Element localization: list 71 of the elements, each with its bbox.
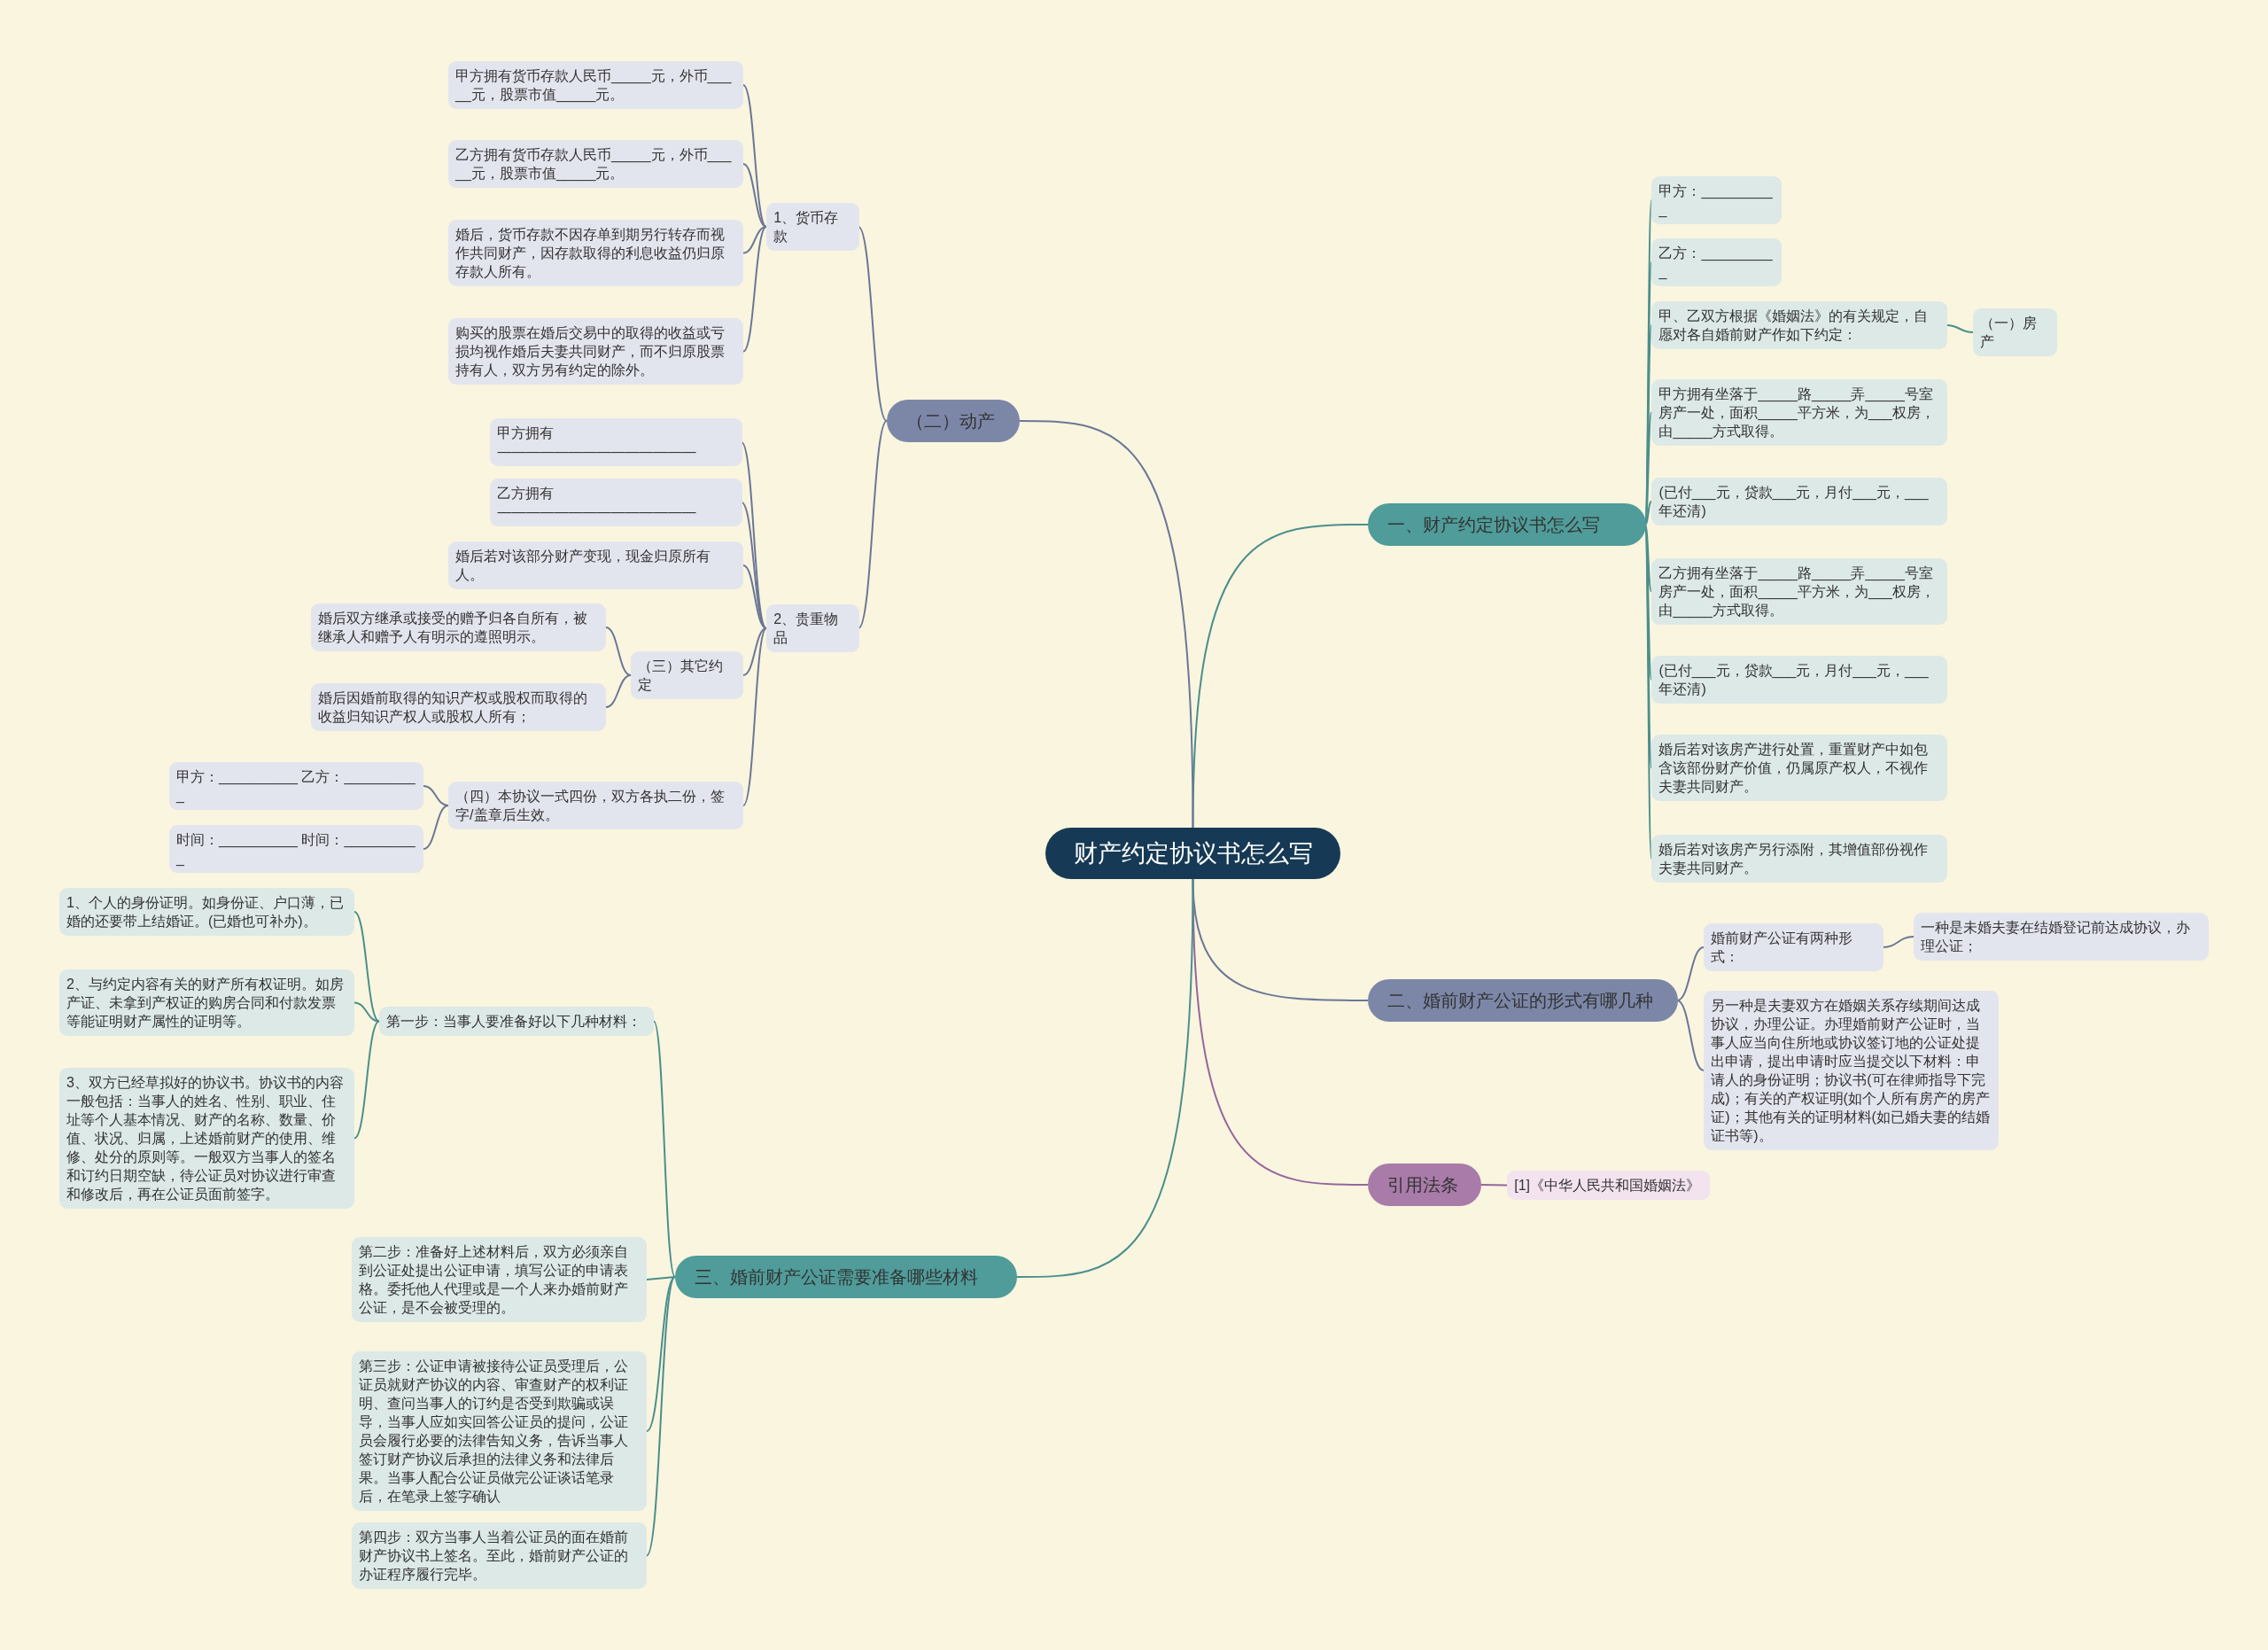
topic-box: 1、货币存款 [766,202,859,251]
topic-box: (已付___元，贷款___元，月付___元，___年还清) [1651,477,1947,525]
topic-box: 第一步：当事人要准备好以下几种材料： [378,1007,654,1037]
topic-box: 甲、乙双方根据《婚姻法》的有关规定，自愿对各自婚前财产作如下约定： [1651,300,1947,349]
connector [423,805,449,850]
connector [646,1276,676,1280]
topic-box: 2、贵重物品 [766,604,859,653]
connector [1192,878,1369,1186]
topic-box: 乙方拥有—————————————— [490,479,742,527]
connector [742,564,767,629]
topic-box: 第二步：准备好上述材料后，双方必须亲自到公证处提出公证申请，填写公证的申请表格。委托他人代理或是一个人来办婚前财产公证，是不会被受理的。 [351,1236,647,1322]
topic-box: 婚后若对该部分财产变现，现金归原所有人。 [448,541,744,589]
topic-box: 婚后因婚前取得的知识产权或股权而取得的收益归知识产权人或股权人所有； [311,682,607,731]
connector [742,627,767,676]
branch-topic: 一、财产约定协议书怎么写 [1368,503,1646,547]
topic-box: 甲方：__________ 乙方：__________ [169,762,424,811]
connector [1946,324,1974,333]
connector [1480,1184,1508,1187]
connector [605,627,632,676]
connector [646,1276,676,1557]
topic-box: 甲方拥有—————————————— [490,417,742,466]
branch-topic: 引用法条 [1368,1163,1481,1206]
topic-box: 乙方拥有货币存款人民币_____元，外币_____元，股票市值_____元。 [448,140,744,189]
topic-box: 婚后若对该房产进行处置，重置财产中如包含该部份财产价值，仍属原产权人，不视作夫妻共同财产。 [1651,735,1947,802]
connector [858,420,888,629]
topic-box: 另一种是夫妻双方在婚姻关系存续期间达成协议，办理公证。办理婚前财产公证时，当事人应当向住所地或协议签订地的公证处提出申请，提出申请时应当提交以下材料：申请人的身份证明；协议书(可在律师指导下完成)；有关的产权证明(如个人所有房产的房产证)；其他有关的证明材料(如已婚夫妻的结婚证书等)。 [1704,991,2000,1151]
topic-box: 婚后若对该房产另行添附，其增值部份视作夫妻共同财产。 [1651,835,1947,883]
topic-box: （三）其它约定 [630,650,744,699]
topic-box: 乙方拥有坐落于_____路_____弄_____号室房产一处，面积_____平方米，为___权房，由_____方式取得。 [1651,558,1947,626]
topic-box: 婚后，货币存款不因存单到期另行转存而视作共同财产，因存款取得的利息收益仍归原存款人所有。 [448,220,744,287]
connector [742,627,767,806]
connector [653,1020,676,1278]
topic-box: 甲方：__________ [1651,176,1783,225]
topic-box: 一种是未婚夫妻在结婚登记前达成协议，办理公证； [1914,913,2210,961]
connector [1192,524,1369,829]
topic-box: （一）房产 [1972,307,2057,356]
topic-box: 婚前财产公证有两种形式： [1704,922,1884,971]
topic-box: 甲方拥有货币存款人民币_____元，外币_____元，股票市值_____元。 [448,60,744,109]
topic-box: 婚后双方继承或接受的赠予归各自所有，被继承人和赠予人有明示的遵照明示。 [311,603,607,651]
connector [1644,501,1652,525]
topic-box: [1]《中华人民共和国婚姻法》 [1507,1170,1710,1200]
connector [1676,1000,1705,1071]
topic-box: 时间：__________ 时间：__________ [169,824,424,873]
connector [858,226,888,422]
connector [1015,878,1194,1278]
connector [646,1276,676,1432]
topic-box: （四）本协议一式四份，双方各执二份，签字/盖章后生效。 [448,781,744,829]
connector [1882,936,1915,948]
connector [742,226,767,353]
topic-box: 第四步：双方当事人当着公证员的面在婚前财产协议书上签名。至此，婚前财产公证的办证程序履行完毕。 [351,1522,647,1589]
topic-box: 甲方拥有坐落于_____路_____弄_____号室房产一处，面积_____平方米，为___权房，由_____方式取得。 [1651,378,1947,446]
topic-box: (已付___元，贷款___元，月付___元，___年还清) [1651,655,1947,704]
connector [353,911,380,1023]
connector [742,163,767,228]
branch-topic: 二、婚前财产公证的形式有哪几种 [1368,979,1678,1023]
connector [1019,420,1194,829]
branch-topic: 三、婚前财产公证需要准备哪些材料 [675,1256,1017,1299]
topic-box: 第三步：公证申请被接待公证员受理后，公证员就财产协议的内容、审查财产的权利证明、查问当事人的订约是否受到欺骗或误导，当事人应如实回答公证员的提问，公证员会履行必要的法律告知义务，告诉当事人签订财产协议后承担的法律义务和法律后果。当事人配合公证员做完公证谈话笔录后，在笔录上签字确认 [351,1350,647,1511]
connector [605,674,632,708]
topic-box: 3、双方已经草拟好的协议书。协议书的内容一般包括：当事人的姓名、性别、职业、住址等个人基本情况、财产的名称、数量、价值、状况、归属，上述婚前财产的使用、维修、处分的原则等。一般双方当事人的签名和订约日期空缺，待公证员对协议进行审查和修改后，再在公证员面前签字。 [58,1067,354,1209]
central-topic: 财产约定协议书怎么写 [1045,827,1341,879]
topic-box: 2、与约定内容有关的财产所有权证明。如房产证、未拿到产权证的购房合同和付款发票等能证明财产属性的证明等。 [58,969,354,1036]
connector [742,84,767,228]
topic-box: 乙方：__________ [1651,238,1783,287]
connector [1676,946,1705,1001]
topic-box: 1、个人的身份证明。如身份证、户口薄，已婚的还要带上结婚证。(已婚也可补办)。 [58,888,354,937]
connector [742,226,767,254]
connector [353,1001,380,1023]
branch-topic: （二）动产 [886,399,1020,442]
connector [353,1020,380,1140]
topic-box: 购买的股票在婚后交易中的取得的收益或亏损均视作婚后夫妻共同财产，而不归原股票持有人，双方另有约定的除外。 [448,318,744,385]
